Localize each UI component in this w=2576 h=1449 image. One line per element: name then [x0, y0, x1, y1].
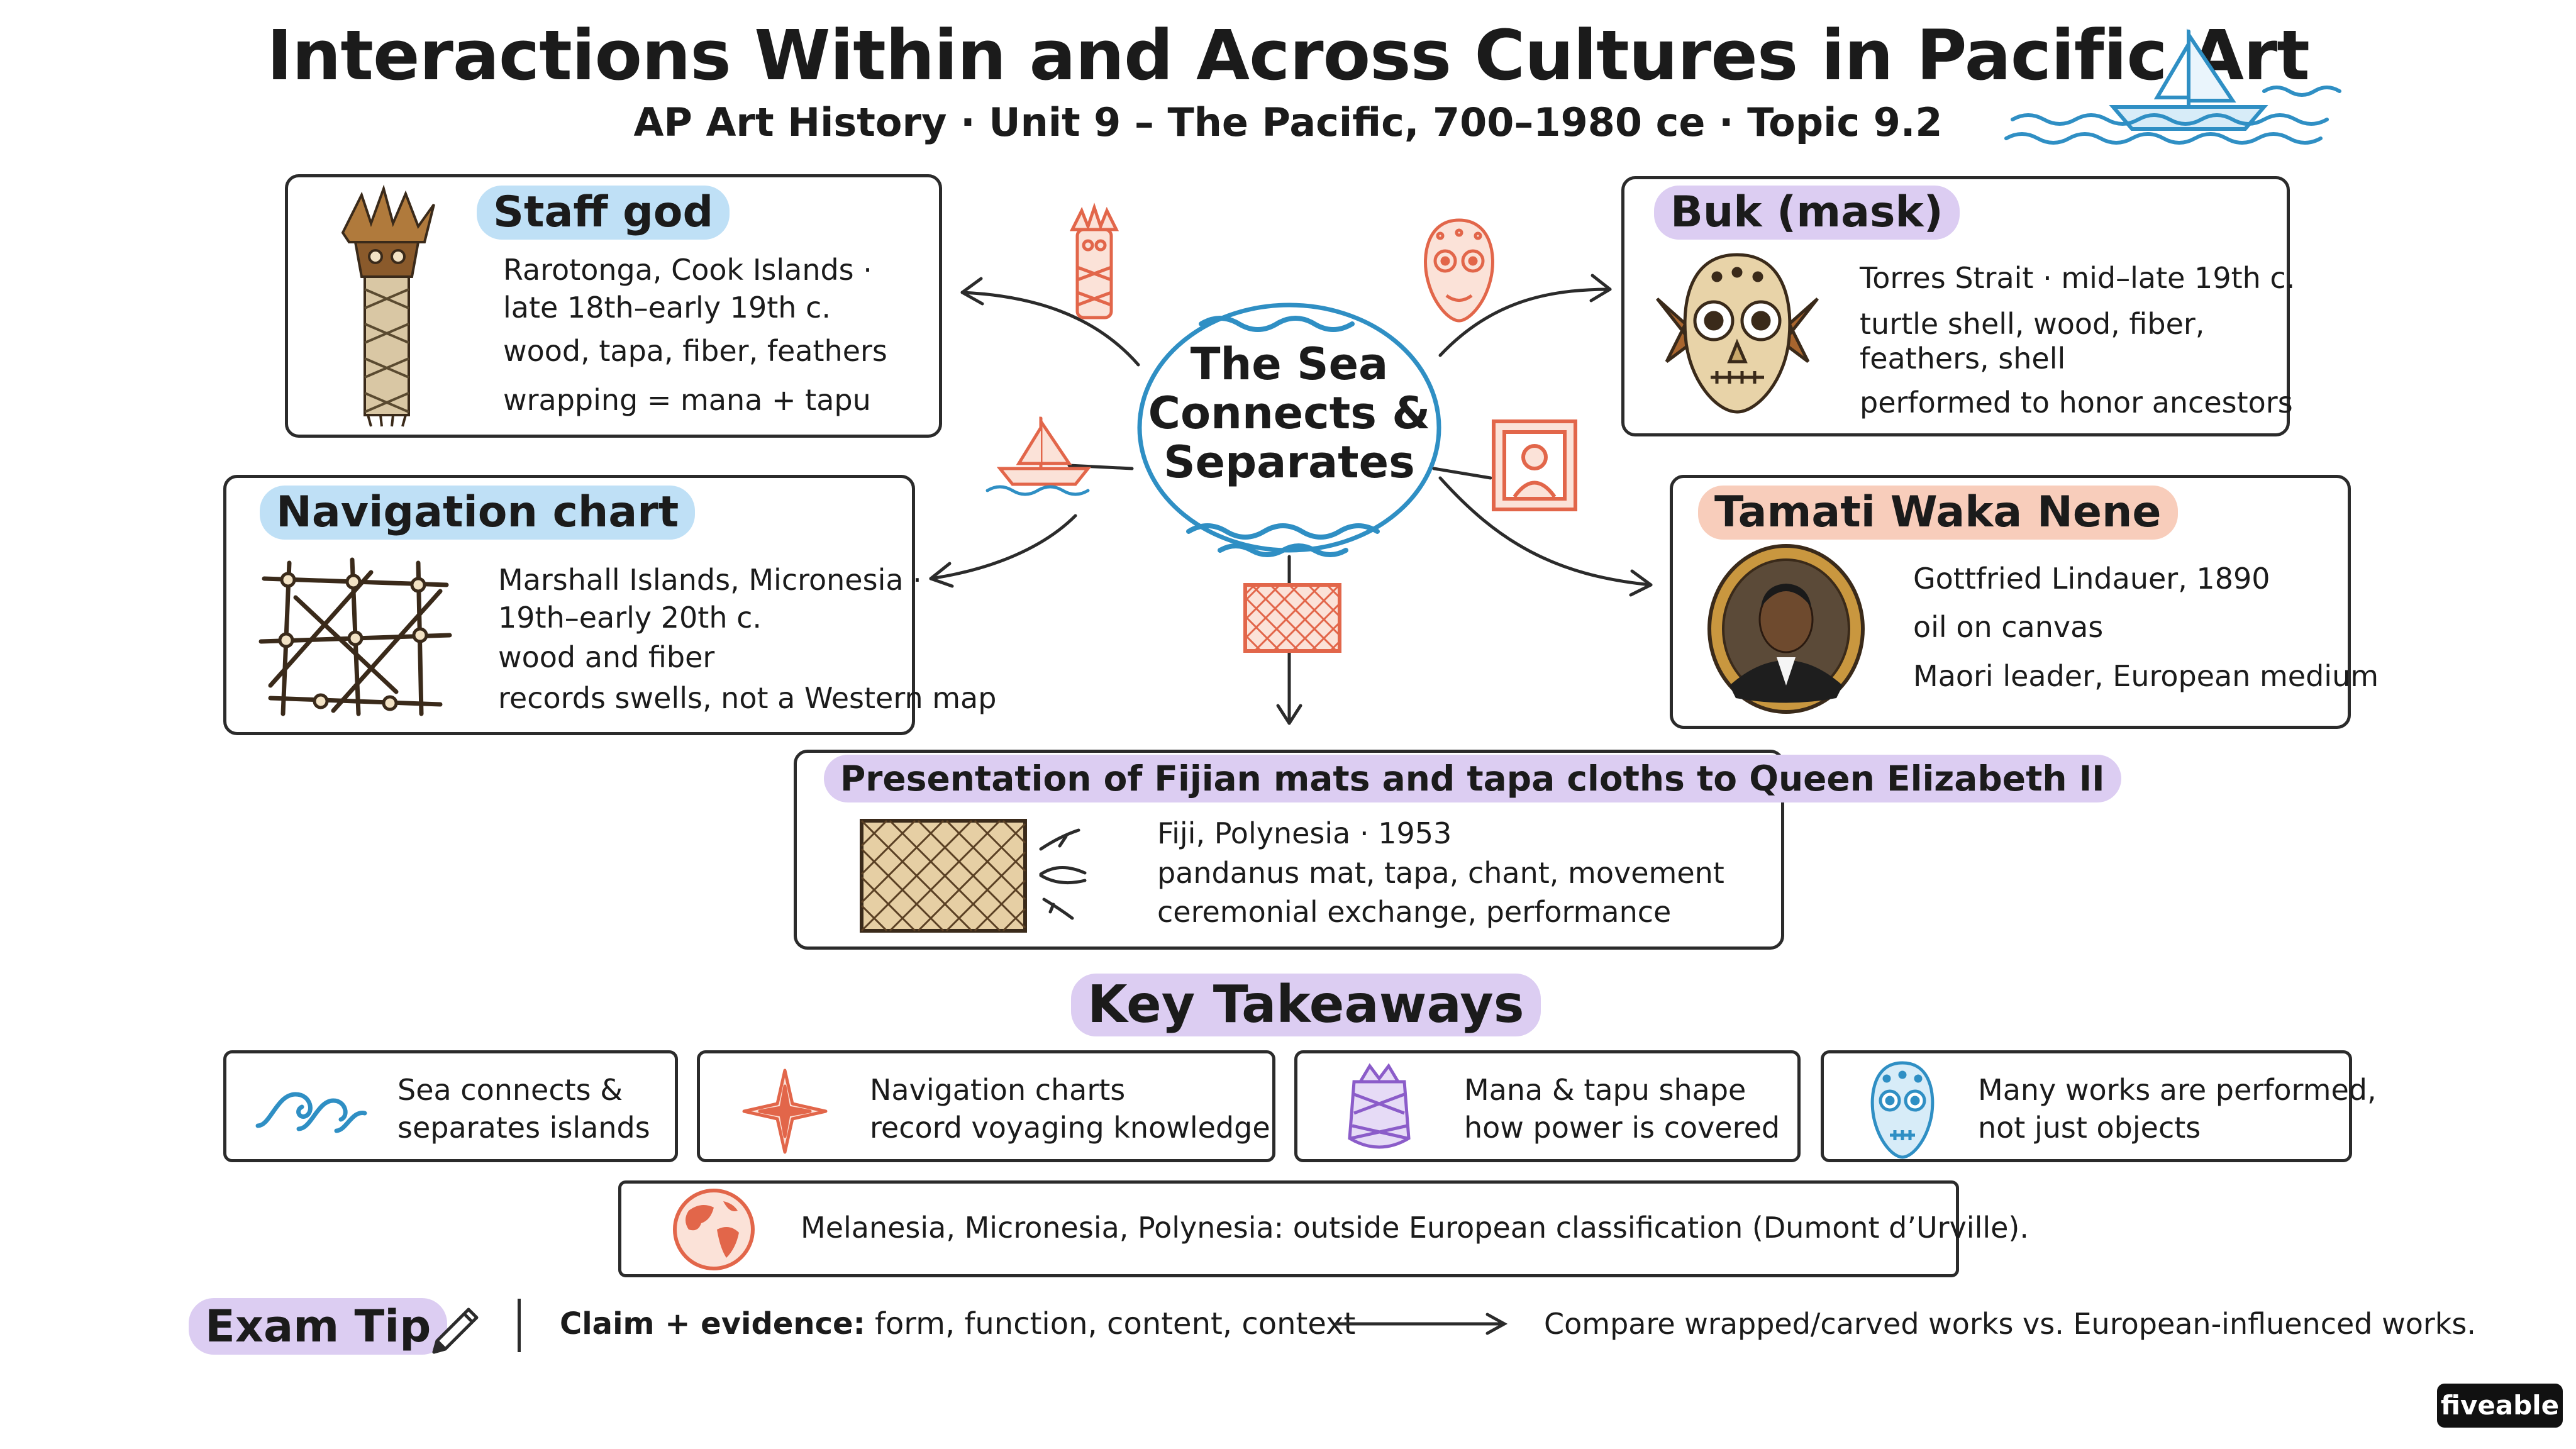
arrow-right-icon	[1335, 1313, 1508, 1335]
takeaway-mana-line1: Mana & tapu shape	[1464, 1073, 1746, 1107]
mat-small-icon	[1243, 583, 1341, 653]
buk-note: performed to honor ancestors	[1860, 386, 2293, 419]
takeaway-performed-line1: Many works are performed,	[1978, 1073, 2377, 1107]
staff-god-place: Rarotonga, Cook Islands ·	[503, 253, 872, 287]
tamati-title: Tamati Waka Nene	[1698, 486, 2178, 540]
fiveable-logo: fiveable	[2437, 1384, 2563, 1428]
exam-tip-divider	[518, 1299, 521, 1352]
wrapped-figure-icon	[1348, 1063, 1411, 1149]
canoe-small-icon	[985, 416, 1092, 496]
buk-materials-1: turtle shell, wood, fiber,	[1860, 307, 2205, 341]
takeaway-sea: Sea connects & separates islands	[223, 1050, 678, 1162]
page-title: Interactions Within and Across Cultures …	[267, 15, 2310, 96]
hub-line-1: The Sea	[1190, 338, 1389, 390]
page-subtitle: AP Art History · Unit 9 – The Pacific, 7…	[633, 99, 1943, 145]
takeaway-sea-line1: Sea connects &	[397, 1073, 623, 1107]
pandanus-mat-icon	[860, 819, 1027, 933]
takeaway-navigation: Navigation charts record voyaging knowle…	[697, 1050, 1275, 1162]
takeaway-mana-line2: how power is covered	[1464, 1111, 1780, 1145]
exam-tip-claim-bold: Claim + evidence:	[560, 1306, 865, 1341]
navigation-chart-title: Navigation chart	[260, 486, 696, 540]
exam-tip-claim-rest: form, function, content, context	[875, 1306, 1356, 1341]
takeaway-mana: Mana & tapu shape how power is covered	[1294, 1050, 1801, 1162]
navigation-chart-note: records swells, not a Western map	[498, 681, 997, 715]
takeaway-performed-line2: not just objects	[1978, 1111, 2201, 1145]
navigation-chart-place: Marshall Islands, Micronesia ·	[498, 563, 922, 597]
hub-line-2: Connects &	[1148, 387, 1431, 439]
hub-line-3: Separates	[1163, 436, 1415, 488]
staff-god-icon	[341, 184, 435, 427]
pencil-icon	[432, 1307, 479, 1354]
tamati-medium: oil on canvas	[1913, 610, 2104, 644]
staff-god-date: late 18th–early 19th c.	[503, 291, 831, 325]
compass-star-icon	[742, 1069, 828, 1154]
hub-title: The Sea Connects & Separates	[1132, 340, 1446, 487]
portrait-icon	[1707, 544, 1865, 714]
fijian-title: Presentation of Fijian mats and tapa clo…	[824, 755, 2121, 802]
hub-circle	[1137, 303, 1441, 557]
classification-note: Melanesia, Micronesia, Polynesia: outsid…	[801, 1211, 2029, 1245]
takeaway-navigation-line2: record voyaging knowledge	[870, 1111, 1270, 1145]
key-takeaways-heading: Key Takeaways	[1071, 974, 1541, 1036]
takeaway-sea-line2: separates islands	[397, 1111, 650, 1145]
staff-god-title: Staff god	[477, 186, 730, 240]
portrait-small-icon	[1492, 419, 1577, 511]
exam-tip-claim: Claim + evidence: form, function, conten…	[560, 1305, 1355, 1343]
takeaway-performed: Many works are performed, not just objec…	[1821, 1050, 2377, 1162]
mask-small-icon	[1424, 218, 1494, 323]
movement-lines-icon	[1039, 828, 1087, 920]
globe-icon	[673, 1189, 755, 1270]
tamati-artist: Gottfried Lindauer, 1890	[1913, 562, 2270, 596]
exam-tip-compare: Compare wrapped/carved works vs. Europea…	[1544, 1307, 2477, 1341]
staff-god-small-icon	[1069, 203, 1119, 319]
fijian-note: ceremonial exchange, performance	[1157, 895, 1672, 929]
buk-title: Buk (mask)	[1654, 186, 1960, 240]
exam-tip-label: Exam Tip	[189, 1298, 448, 1355]
wave-icon	[255, 1092, 367, 1133]
buk-place: Torres Strait · mid–late 19th c.	[1860, 261, 2296, 295]
navigation-chart-date: 19th–early 20th c.	[498, 601, 762, 635]
buk-mask-icon	[1656, 253, 1819, 414]
tamati-note: Maori leader, European medium	[1913, 659, 2379, 693]
takeaway-navigation-line1: Navigation charts	[870, 1073, 1126, 1107]
navigation-chart-materials: wood and fiber	[498, 640, 715, 674]
staff-god-note: wrapping = mana + tapu	[503, 383, 871, 417]
fijian-materials: pandanus mat, tapa, chant, movement	[1157, 856, 1724, 890]
sailboat-icon	[2004, 28, 2341, 145]
staff-god-materials: wood, tapa, fiber, feathers	[503, 334, 887, 368]
navigation-chart-icon	[258, 557, 452, 716]
classification-card	[618, 1180, 1959, 1277]
mask-icon	[1870, 1061, 1935, 1159]
fijian-place: Fiji, Polynesia · 1953	[1157, 816, 1452, 850]
buk-materials-2: feathers, shell	[1860, 341, 2066, 375]
